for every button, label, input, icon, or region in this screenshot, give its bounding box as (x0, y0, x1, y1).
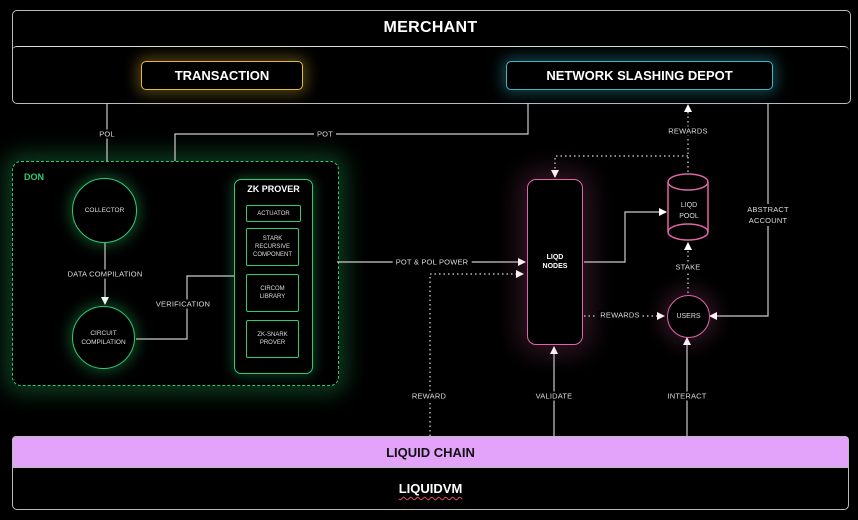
zk-component-stark[interactable]: STARK RECURSIVE COMPONENT (246, 228, 299, 266)
network-slashing-depot-node[interactable]: NETWORK SLASHING DEPOT (506, 61, 773, 90)
label-interact: INTERACT (664, 391, 710, 401)
merchant-container (12, 10, 851, 104)
edge-pot (174, 103, 529, 161)
edge-pool-to-nodes (551, 155, 688, 178)
label-reward: REWARD (408, 391, 450, 401)
liquidvm-layer[interactable]: LIQUIDVM (12, 468, 849, 510)
label-pot-pol-power: POT & POL POWER (392, 257, 472, 267)
liqd-pool-cylinder (667, 173, 709, 241)
liquid-chain-layer[interactable]: LIQUID CHAIN (12, 436, 849, 468)
zk-component-actuator[interactable]: ACTUATOR (246, 205, 301, 222)
liqd-nodes[interactable]: LIQD NODES (527, 179, 583, 345)
zk-component-zk-snark[interactable]: ZK-SNARK PROVER (246, 320, 299, 358)
label-verification: VERIFICATION (152, 299, 214, 309)
transaction-node[interactable]: TRANSACTION (141, 61, 303, 90)
edge-nodes-to-pool (584, 208, 667, 263)
label-rewards-top: REWARDS (665, 126, 711, 136)
collector-node[interactable]: COLLECTOR (72, 178, 137, 243)
users-node[interactable]: USERS (667, 295, 710, 338)
merchant-inner-section (12, 46, 849, 103)
merchant-title: MERCHANT (383, 19, 478, 36)
label-stake: STAKE (672, 262, 704, 272)
label-abstract-account: ABSTRACT ACCOUNT (743, 204, 793, 226)
label-data-compilation: DATA COMPILATION (64, 269, 146, 279)
edge-abstract-account (709, 103, 769, 320)
circuit-compilation-node[interactable]: CIRCUIT COMPILATION (72, 306, 135, 369)
label-validate: VALIDATE (532, 391, 576, 401)
label-pol: POL (96, 129, 118, 139)
zk-component-circom[interactable]: CIRCOM LIBRARY (246, 274, 299, 312)
don-title: DON (24, 172, 44, 182)
edge-reward (429, 270, 524, 436)
zk-prover-title: ZK PROVER (247, 184, 300, 194)
liquidvm-label: LIQUIDVM (398, 481, 463, 496)
liqd-pool-label[interactable]: LIQD POOL (679, 202, 699, 220)
label-pot: POT (313, 129, 337, 139)
label-rewards-users: REWARDS (597, 310, 643, 320)
